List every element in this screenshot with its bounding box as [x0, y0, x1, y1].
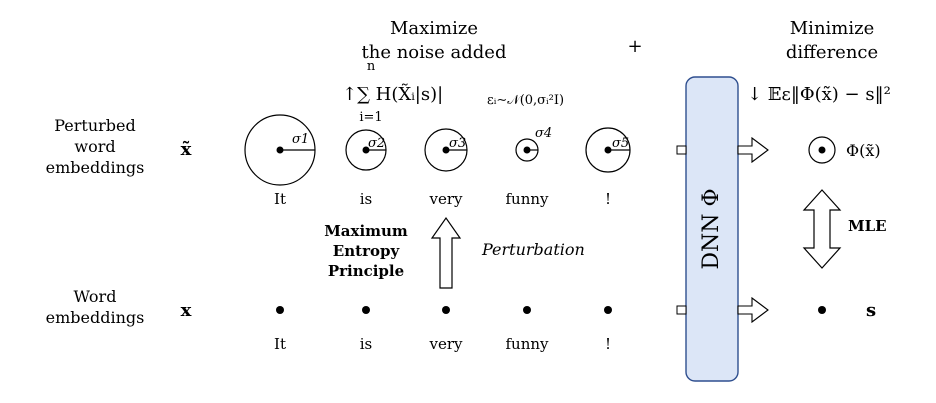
max-entropy-line3: Principle	[328, 262, 404, 280]
word-label-line1: Word	[74, 287, 117, 306]
maximize-formula: n ↑∑ H(X̃ᵢ|s)| i=1 εᵢ∼𝒩(0,σᵢ²I)	[342, 59, 564, 125]
word-funny: funny	[505, 190, 549, 208]
perturbation-label: Perturbation	[481, 240, 585, 259]
dnn-input-port-top	[676, 145, 687, 155]
dnn-label: DNN Φ	[699, 188, 724, 269]
entropy-formula: ↑∑ H(X̃ᵢ|s)|	[342, 83, 443, 105]
word-exclamation: !	[605, 190, 611, 208]
embedding-dot-is	[362, 306, 370, 314]
s-dot	[818, 306, 826, 314]
perturbed-label-line2: word	[74, 137, 115, 156]
perturbed-label-line1: Perturbed	[54, 116, 136, 135]
perturbation-arrow-icon	[430, 216, 462, 289]
mle-label: MLE	[848, 217, 887, 235]
sigma-label: σ3	[449, 136, 466, 151]
dnn-box	[685, 76, 739, 382]
minimize-heading-line2: difference	[786, 42, 878, 63]
word-it: It	[274, 190, 286, 208]
top-words: It is very funny !	[274, 190, 611, 208]
output-arrow-bottom-icon	[737, 296, 769, 324]
noise-distribution-subscript: εᵢ∼𝒩(0,σᵢ²I)	[487, 93, 564, 108]
word-embedding-dots	[276, 306, 612, 314]
embedding-dot-funny	[523, 306, 531, 314]
word-it: It	[274, 335, 286, 353]
perturbed-embedding-exclamation: σ5	[585, 127, 631, 173]
word-very: very	[429, 190, 464, 208]
minimize-heading-line1: Minimize	[790, 18, 875, 39]
s-symbol: s	[866, 300, 876, 321]
sum-lower-limit: i=1	[359, 110, 382, 125]
embedding-dot-exclamation	[604, 306, 612, 314]
maximize-heading-line2: the noise added	[362, 42, 507, 63]
sigma-label: σ2	[368, 136, 385, 151]
word-funny: funny	[505, 335, 549, 353]
x-tilde-symbol: x̃	[181, 139, 192, 160]
word-label-line2: embeddings	[46, 308, 145, 327]
maximize-heading-line1: Maximize	[390, 18, 478, 39]
word-is: is	[360, 190, 373, 208]
word-is: is	[360, 335, 373, 353]
word-exclamation: !	[605, 335, 611, 353]
dnn-input-port-bottom	[676, 305, 687, 315]
max-entropy-line1: Maximum	[324, 222, 408, 240]
word-very: very	[429, 335, 464, 353]
output-dot	[818, 146, 826, 154]
difference-formula: ↓ 𝔼ε‖Φ(x̃) − s‖²	[747, 84, 891, 105]
max-entropy-line2: Entropy	[333, 242, 401, 260]
output-circle	[808, 136, 836, 164]
perturbed-embedding-very: σ3	[424, 128, 468, 172]
plus-sign: +	[627, 36, 642, 57]
x-symbol: x	[181, 300, 192, 321]
sigma-label: σ1	[292, 132, 309, 147]
word-row-label: Word embeddings	[46, 287, 145, 327]
sigma-label: σ5	[612, 136, 629, 151]
perturbed-row-label: Perturbed word embeddings	[46, 116, 145, 177]
bottom-words: It is very funny !	[274, 335, 611, 353]
perturbed-label-line3: embeddings	[46, 158, 145, 177]
phi-x-tilde-label: Φ(x̃)	[846, 141, 881, 160]
sigma-label: σ4	[535, 126, 552, 141]
embedding-dot-very	[442, 306, 450, 314]
output-arrow-top-icon	[737, 136, 769, 164]
embedding-dot-it	[276, 306, 284, 314]
sum-upper-limit: n	[367, 59, 376, 74]
mle-double-arrow-icon	[802, 189, 842, 269]
perturbed-embedding-funny: σ4	[515, 126, 552, 162]
perturbed-embedding-it: σ1	[244, 114, 316, 186]
perturbed-embedding-is: σ2	[345, 129, 387, 171]
